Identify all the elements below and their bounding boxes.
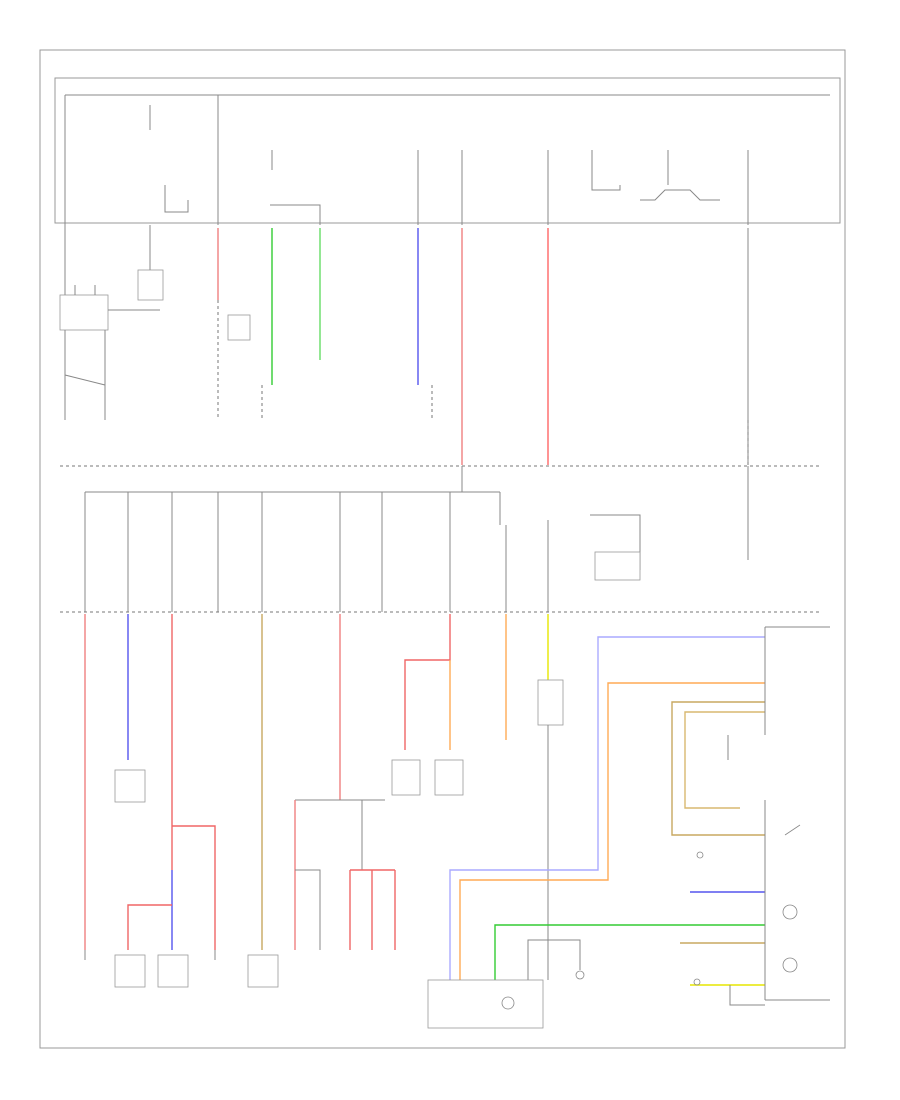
center-branches	[294, 679, 564, 980]
wire-right-lavender	[449, 636, 765, 980]
wire-right-orange	[459, 682, 765, 980]
wire-right-grey	[527, 939, 581, 980]
wire-low-red-4	[127, 904, 172, 950]
wire-right-tan-2	[684, 711, 765, 809]
wire-low-red-3	[172, 825, 216, 950]
diagram-border	[39, 49, 846, 1049]
right-modules	[693, 626, 830, 1001]
wire-low-red-6	[404, 614, 451, 750]
mid-top-components	[217, 300, 749, 465]
lower-left-components	[84, 769, 279, 988]
wire-right-grey-2	[729, 985, 765, 1006]
fuse-box-top	[54, 77, 841, 224]
second-fuse-block	[84, 466, 749, 612]
wire-right-green	[494, 924, 765, 980]
wire-right-tan-1	[671, 701, 765, 836]
bottom-center-module	[427, 970, 585, 1029]
battery-circuit	[59, 225, 164, 420]
top-fuse-drops	[64, 95, 749, 225]
